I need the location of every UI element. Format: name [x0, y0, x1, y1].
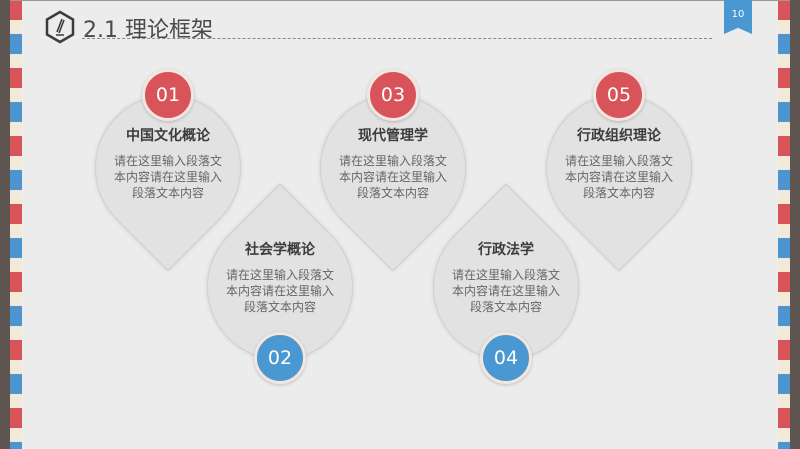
number-badge: 04 — [480, 332, 532, 384]
item-content: 社会学概论请在这里输入段落文本内容请在这里输入段落文本内容 — [215, 239, 345, 315]
number-badge: 01 — [142, 69, 194, 121]
item-text: 请在这里输入段落文本内容请在这里输入段落文本内容 — [225, 268, 334, 314]
number-badge: 05 — [593, 69, 645, 121]
left-border — [0, 0, 10, 449]
top-line — [10, 0, 790, 1]
item-text: 请在这里输入段落文本内容请在这里输入段落文本内容 — [451, 268, 560, 314]
item-content: 行政组织理论请在这里输入段落文本内容请在这里输入段落文本内容 — [554, 125, 684, 201]
airmail-stripe-left — [10, 0, 22, 449]
number-badge: 03 — [367, 69, 419, 121]
item-content: 中国文化概论请在这里输入段落文本内容请在这里输入段落文本内容 — [103, 125, 233, 201]
airmail-stripe-right — [778, 0, 790, 449]
item-content: 现代管理学请在这里输入段落文本内容请在这里输入段落文本内容 — [328, 125, 458, 201]
item-title: 行政组织理论 — [577, 128, 661, 144]
item-text: 请在这里输入段落文本内容请在这里输入段落文本内容 — [338, 154, 447, 200]
item-title: 社会学概论 — [245, 242, 315, 258]
page-title: 2.1 理论框架 — [83, 18, 213, 43]
title-divider — [82, 38, 712, 39]
pencil-hexagon-icon — [45, 10, 75, 44]
item-content: 行政法学请在这里输入段落文本内容请在这里输入段落文本内容 — [441, 239, 571, 315]
page-number-tag: 10 — [724, 0, 752, 34]
right-border — [790, 0, 800, 449]
item-text: 请在这里输入段落文本内容请在这里输入段落文本内容 — [113, 154, 222, 200]
item-title: 现代管理学 — [358, 128, 428, 144]
number-badge: 02 — [254, 332, 306, 384]
item-text: 请在这里输入段落文本内容请在这里输入段落文本内容 — [564, 154, 673, 200]
item-title: 行政法学 — [478, 242, 534, 258]
item-title: 中国文化概论 — [126, 128, 210, 144]
